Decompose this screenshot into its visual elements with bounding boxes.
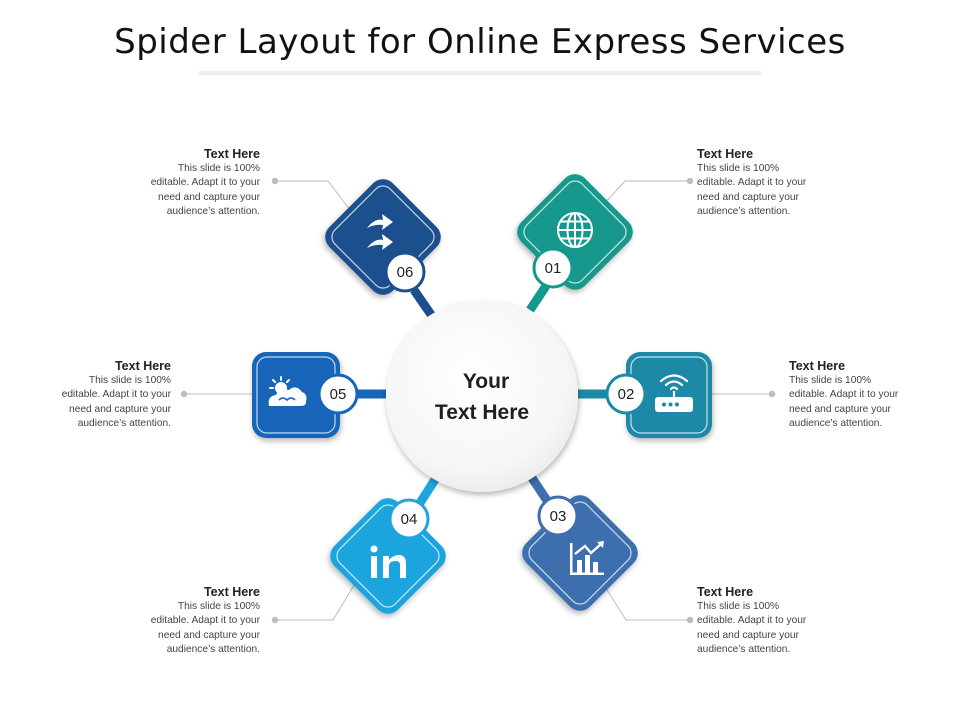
badge-04: 04 (388, 498, 430, 540)
text-block-01-heading: Text Here (697, 147, 754, 161)
text-block-05-line2: editable. Adapt it to your (61, 389, 171, 401)
badge-03-number: 03 (550, 508, 567, 525)
text-block-05-line4: audience’s attention. (77, 417, 171, 429)
connector-06 (410, 287, 436, 319)
text-block-04-line2: editable. Adapt it to your (150, 615, 260, 627)
badge-03: 03 (537, 495, 579, 537)
linkedin-icon (370, 545, 406, 578)
connector-04 (416, 475, 440, 506)
badge-05: 05 (317, 373, 359, 415)
leader-line-06 (275, 180, 351, 211)
text-block-01-line3: need and capture your (697, 191, 799, 203)
tile-03 (522, 495, 638, 611)
leader-line-04 (275, 581, 357, 621)
badge-06-number: 06 (397, 264, 414, 281)
text-block-06-heading: Text Here (203, 147, 260, 161)
text-block-01-line1: This slide is 100% (697, 163, 780, 174)
text-block-06: Text Here This slide is 100% editable. A… (100, 147, 260, 219)
leader-dot-04 (271, 616, 279, 624)
text-block-06-line1: This slide is 100% (177, 163, 260, 174)
tile-02 (626, 352, 712, 438)
text-block-04: Text Here This slide is 100% editable. A… (100, 585, 260, 657)
leader-line-03 (601, 581, 690, 621)
leader-dot-02 (768, 390, 776, 398)
text-block-03-line3: need and capture your (697, 629, 799, 641)
leader-dot-01 (686, 177, 694, 185)
text-block-06-line3: need and capture your (158, 191, 260, 203)
leader-lines (184, 180, 772, 621)
globe-icon (557, 212, 593, 248)
text-block-01-line2: editable. Adapt it to your (697, 177, 807, 189)
text-block-02-line2: editable. Adapt it to your (789, 389, 899, 401)
text-block-06-line4: audience’s attention. (166, 205, 260, 217)
weather-icon (268, 376, 307, 406)
text-block-02: Text Here This slide is 100% editable. A… (789, 359, 949, 431)
connectors (356, 283, 606, 506)
center-circle (386, 300, 578, 492)
center-text-line1: Your (463, 370, 509, 393)
text-block-03-line2: editable. Adapt it to your (697, 615, 807, 627)
leader-dot-03 (686, 616, 694, 624)
connector-03 (528, 475, 552, 505)
text-block-05-heading: Text Here (114, 359, 171, 373)
title-underline (198, 71, 762, 75)
leader-dots (180, 177, 776, 624)
connector-01 (526, 283, 550, 313)
badge-01-number: 01 (545, 260, 562, 277)
text-block-02-line1: This slide is 100% (789, 375, 872, 386)
leader-dot-06 (271, 177, 279, 185)
text-block-04-line4: audience’s attention. (166, 643, 260, 655)
page-title: Spider Layout for Online Express Service… (114, 22, 846, 62)
text-block-04-line1: This slide is 100% (177, 601, 260, 612)
text-block-04-heading: Text Here (203, 585, 260, 599)
text-block-05: Text Here This slide is 100% editable. A… (11, 359, 171, 431)
badge-04-number: 04 (401, 511, 418, 528)
node-03 (522, 495, 638, 611)
badge-02: 02 (605, 373, 647, 415)
growth-chart-icon (570, 541, 604, 575)
text-block-01-line4: audience’s attention. (697, 205, 791, 217)
text-block-06-line2: editable. Adapt it to your (150, 177, 260, 189)
text-block-02-line3: need and capture your (789, 403, 891, 415)
badge-05-number: 05 (330, 386, 347, 403)
center-text-line2: Text Here (435, 401, 529, 424)
text-block-02-heading: Text Here (789, 359, 846, 373)
leader-dot-05 (180, 390, 188, 398)
text-block-05-line3: need and capture your (69, 403, 171, 415)
badge-02-number: 02 (618, 386, 635, 403)
share-arrows-icon (367, 214, 393, 250)
text-block-03-heading: Text Here (697, 585, 754, 599)
wifi-router-icon (655, 374, 693, 412)
text-block-02-line4: audience’s attention. (789, 417, 883, 429)
badge-01: 01 (532, 247, 574, 289)
text-block-04-line3: need and capture your (158, 629, 260, 641)
text-block-03-line1: This slide is 100% (697, 601, 780, 612)
text-block-01: Text Here This slide is 100% editable. A… (697, 147, 857, 219)
text-block-05-line1: This slide is 100% (88, 375, 171, 386)
text-block-03: Text Here This slide is 100% editable. A… (697, 585, 857, 657)
text-block-03-line4: audience’s attention. (697, 643, 791, 655)
badge-06: 06 (384, 251, 426, 293)
